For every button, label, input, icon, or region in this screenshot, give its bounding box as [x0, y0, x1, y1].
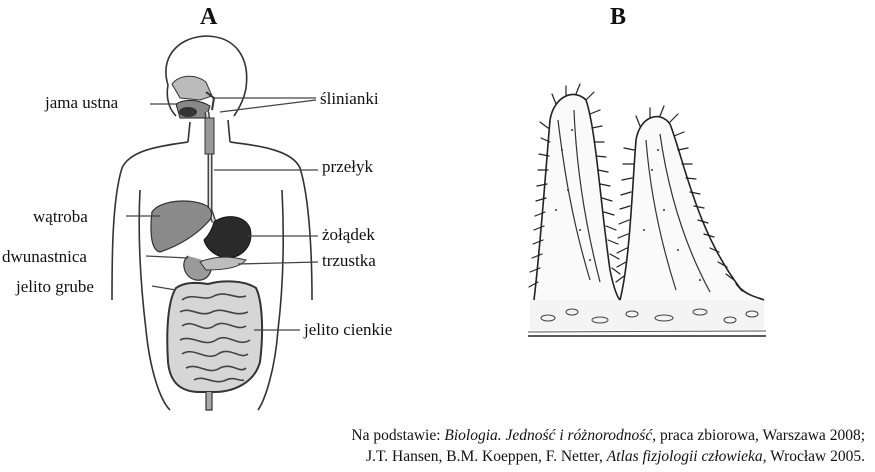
label-pancreas: trzustka	[322, 251, 376, 270]
rectum	[205, 392, 213, 411]
intestinal-villi	[527, 83, 767, 337]
label-salivary-glands: ślinianki	[320, 89, 379, 108]
source-citation: Na podstawie: Biologia. Jedność i różnor…	[351, 425, 865, 467]
liver	[150, 200, 213, 253]
label-duodenum: dwunastnica	[2, 247, 87, 266]
panel-label-a: A	[200, 4, 218, 30]
stomach	[203, 216, 252, 259]
panel-label-b: B	[610, 4, 627, 30]
large-intestine	[166, 280, 264, 393]
label-stomach: żołądek	[322, 225, 375, 244]
oral-cavity	[171, 75, 216, 119]
label-esophagus: przełyk	[322, 157, 373, 176]
duodenum-pancreas	[183, 255, 247, 281]
source-line-2: J.T. Hansen, B.M. Koeppen, F. Netter, At…	[366, 448, 865, 465]
label-liver: wątroba	[33, 207, 88, 226]
body-outline	[111, 35, 313, 411]
source-line-1: Na podstawie: Biologia. Jedność i różnor…	[351, 427, 865, 444]
small-intestine	[179, 293, 251, 383]
label-large-intestine: jelito grube	[15, 277, 94, 296]
leader-lines	[126, 97, 319, 331]
label-mouth: jama ustna	[44, 93, 119, 112]
label-small-intestine: jelito cienkie	[303, 320, 392, 339]
